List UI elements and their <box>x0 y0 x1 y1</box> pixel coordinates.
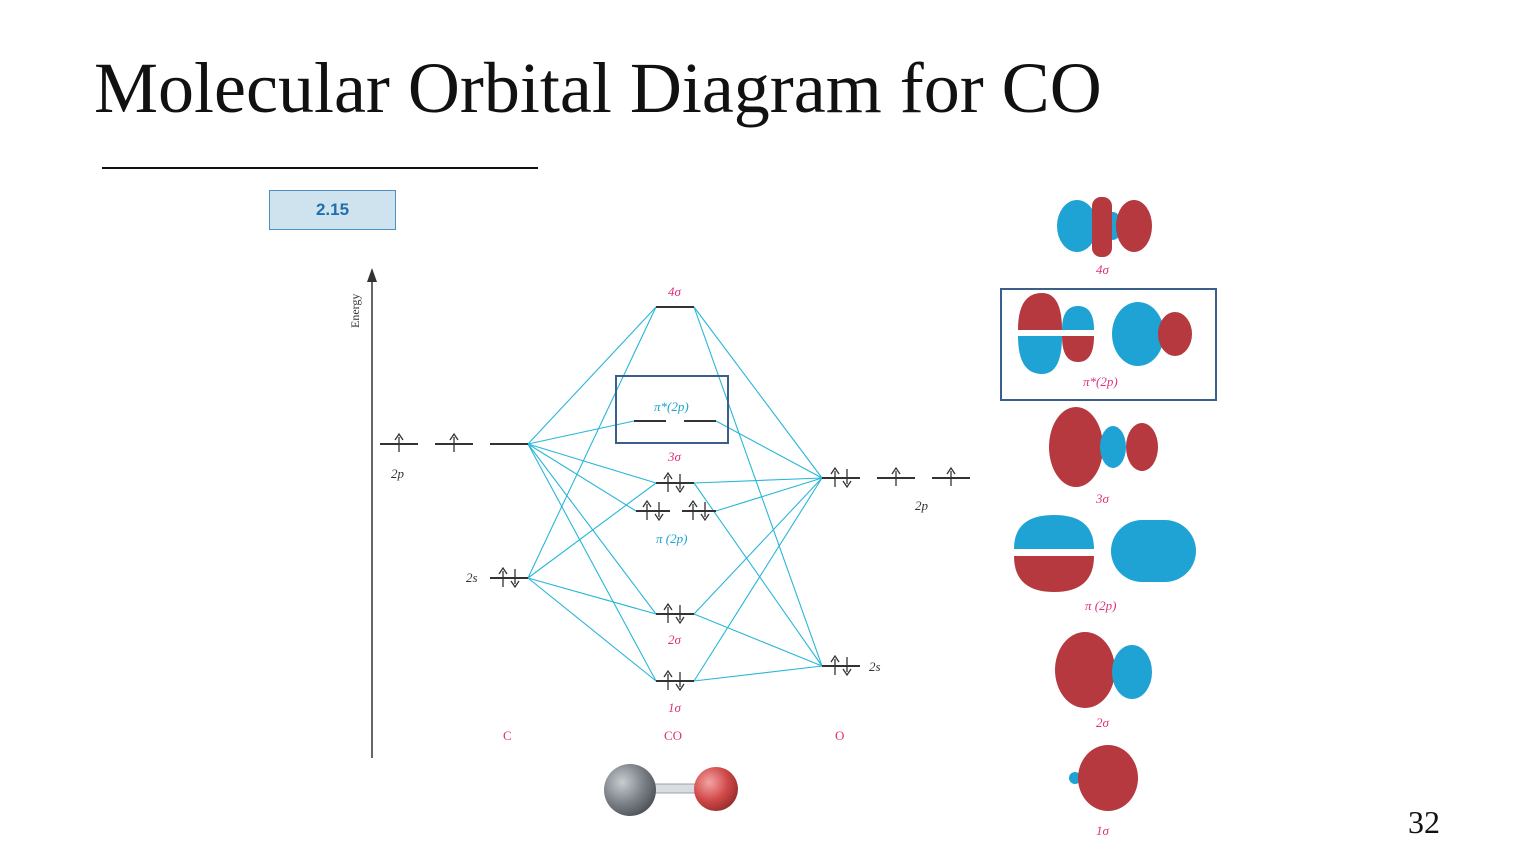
orbital-shape-pi: π (2p) <box>1014 515 1196 613</box>
energy-axis-label: Energy <box>348 294 362 328</box>
atom-label-c: C <box>503 728 512 743</box>
correlation-lines <box>527 306 823 682</box>
pi-star-shape-highlight-box <box>1000 288 1217 401</box>
mo-pi-star-label: π*(2p) <box>654 399 689 414</box>
orbital-shape-pi-star-label: π*(2p) <box>1083 374 1118 389</box>
oxygen-2p-orbitals: 2p <box>822 466 970 513</box>
atom-label-o: O <box>835 728 844 743</box>
mo-4sigma-label: 4σ <box>668 284 682 299</box>
oxygen-2p-label: 2p <box>915 498 929 513</box>
carbon-2s-label: 2s <box>466 570 478 585</box>
page-number: 32 <box>1408 804 1440 840</box>
oxygen-2s-orbital: 2s <box>822 654 881 677</box>
oxygen-2s-label: 2s <box>869 659 881 674</box>
mo-1sigma: 1σ <box>656 669 694 715</box>
mo-2sigma-label: 2σ <box>668 632 682 647</box>
orbital-shape-1sigma-label: 1σ <box>1096 823 1110 838</box>
energy-axis: Energy <box>348 268 377 758</box>
orbital-shape-pi-label: π (2p) <box>1085 598 1116 613</box>
carbon-2p-label: 2p <box>391 466 405 481</box>
mo-3sigma: 3σ <box>656 449 694 494</box>
orbital-shape-4sigma-label: 4σ <box>1096 262 1110 277</box>
title-underline <box>102 167 538 169</box>
orbital-shape-3sigma-label: 3σ <box>1095 491 1110 506</box>
slide-title: Molecular Orbital Diagram for CO <box>94 48 1102 128</box>
mo-3sigma-label: 3σ <box>667 449 682 464</box>
mo-4sigma: 4σ <box>656 284 694 308</box>
orbital-shape-3sigma: 3σ <box>1049 407 1158 506</box>
orbital-shape-2sigma-label: 2σ <box>1096 715 1110 730</box>
mo-pi: π (2p) <box>636 499 716 546</box>
atom-label-co: CO <box>664 728 682 743</box>
carbon-2s-orbital: 2s <box>466 566 528 589</box>
orbital-shape-pi-star: π*(2p) <box>1000 288 1217 401</box>
mo-pi-star: π*(2p) <box>615 375 729 444</box>
orbital-shape-1sigma: 1σ <box>1069 745 1138 838</box>
orbital-shape-2sigma: 2σ <box>1055 632 1152 730</box>
mo-2sigma: 2σ <box>656 602 694 647</box>
figure-number-badge: 2.15 <box>269 190 396 230</box>
co-molecule-model <box>604 764 738 816</box>
carbon-2p-orbitals: 2p <box>380 432 528 481</box>
mo-1sigma-label: 1σ <box>668 700 682 715</box>
mo-pi-label: π (2p) <box>656 531 687 546</box>
pi-star-highlight-box <box>615 375 729 444</box>
orbital-shape-4sigma: 4σ <box>1057 197 1152 277</box>
